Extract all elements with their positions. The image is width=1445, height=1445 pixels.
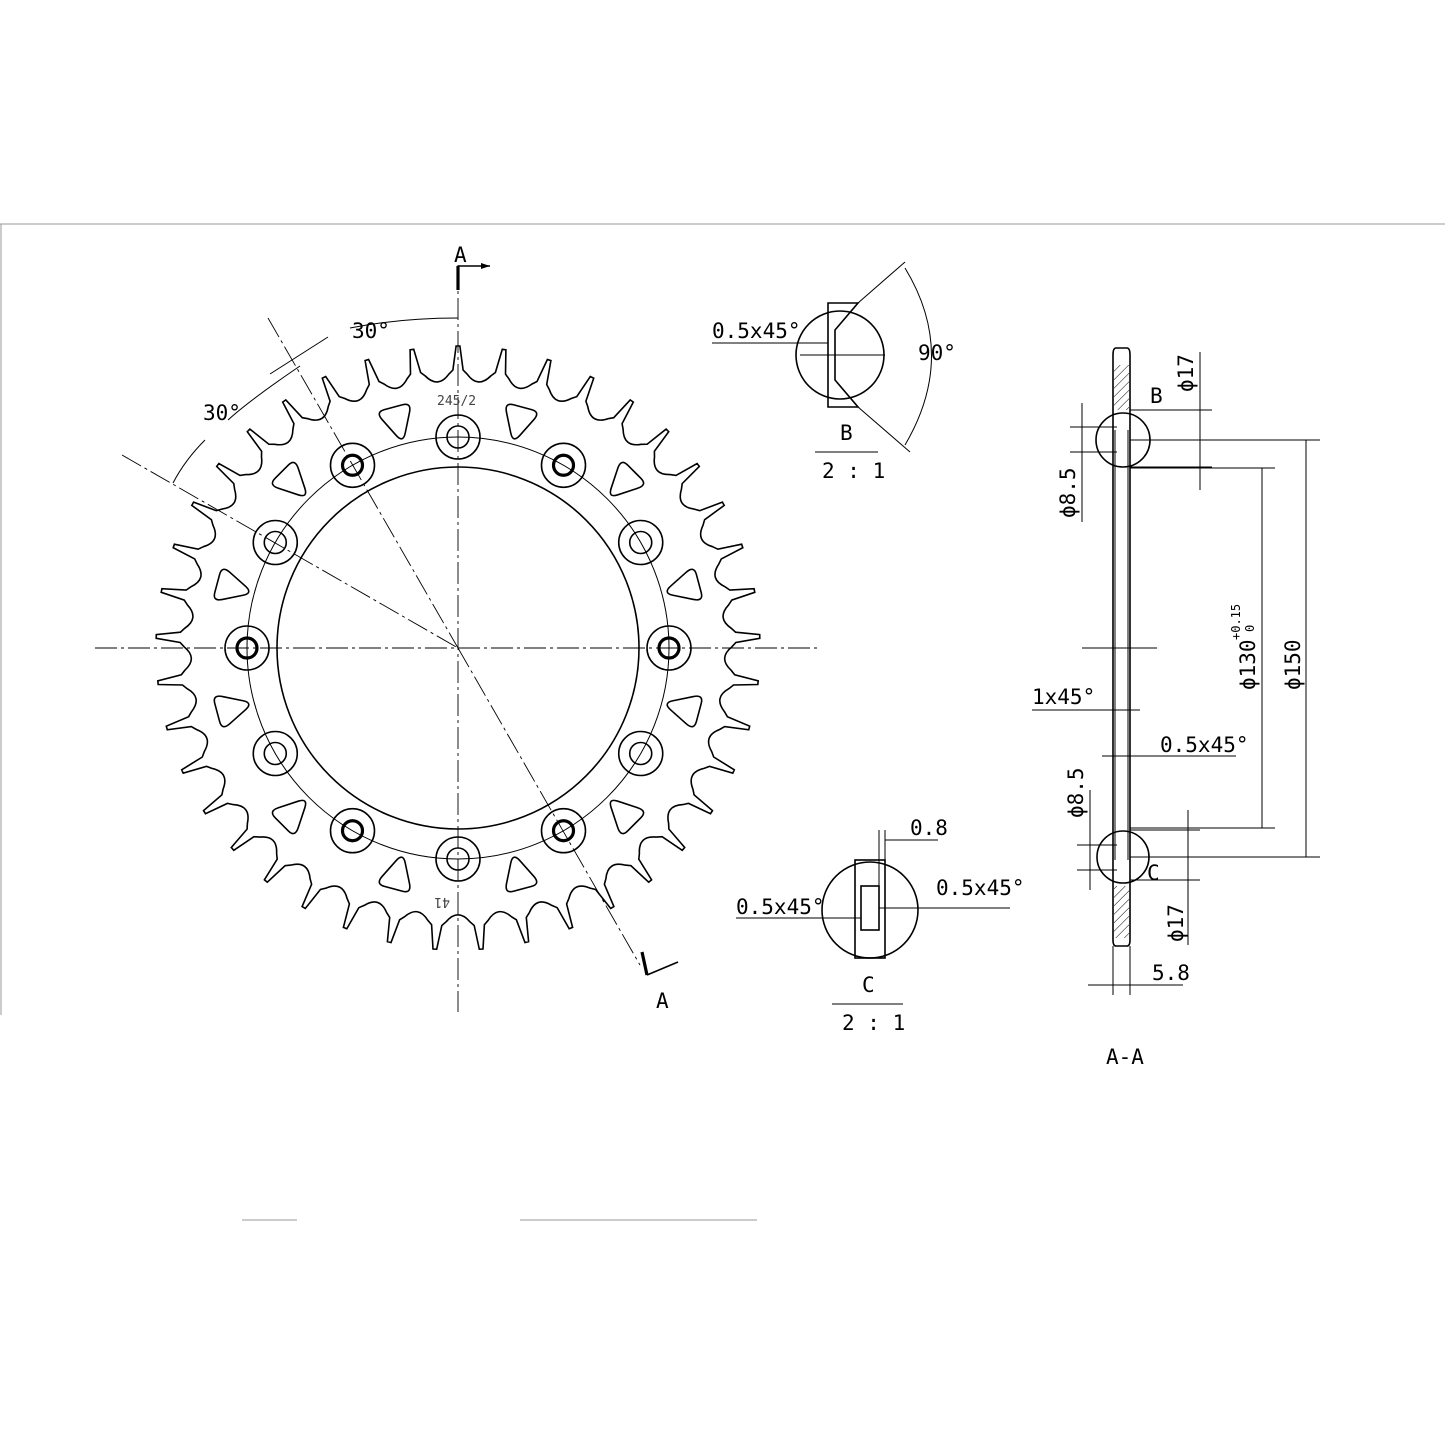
lightening-hole	[378, 403, 411, 440]
tooth-count-label: 41	[434, 894, 450, 909]
detail-c-hole	[860, 885, 880, 931]
sprocket-tooth-profile	[155, 345, 761, 951]
detail-b-ext-line	[857, 261, 906, 304]
angle-label-2: 30°	[203, 401, 241, 425]
angle-dim-arc	[172, 439, 206, 484]
bolt-hole	[263, 741, 288, 766]
detail-c-chamfer-left: 0.5x45°	[736, 895, 825, 919]
bore-tol-lower: 0	[1243, 625, 1257, 632]
chamfer-1: 1x45°	[1032, 685, 1095, 709]
lightening-hole	[666, 695, 703, 728]
detail-b-ref: B	[1150, 384, 1163, 408]
detail-b-angle-arc	[904, 267, 932, 446]
section-marker-bottom	[640, 951, 649, 976]
detail-c-chamfer-right: 0.5x45°	[936, 876, 1025, 900]
lightening-hole	[271, 461, 307, 497]
bolt-hole-boss	[329, 807, 376, 854]
centerline-30deg	[267, 317, 459, 649]
lightening-hole	[213, 695, 250, 728]
bolt-hole-boss	[540, 442, 587, 489]
chamfer-2: 0.5x45°	[1160, 733, 1249, 757]
bolt-hole	[340, 453, 365, 477]
detail-c-thickness: 0.8	[910, 816, 948, 840]
bolt-hole-boss	[252, 519, 299, 566]
detail-c-scale: 2 : 1	[842, 1011, 905, 1035]
arrow-head	[481, 263, 490, 269]
lightening-hole	[609, 799, 645, 835]
bolt-hole	[551, 819, 576, 843]
angle-dim-arc	[269, 336, 329, 375]
section-a-a: B C ϕ17 ϕ8.5 ϕ8.5 ϕ17 ϕ150 ϕ130 +0.15 0 …	[1032, 347, 1320, 1069]
bolt-hole	[628, 741, 653, 766]
hole-bottom: ϕ8.5	[1064, 767, 1088, 818]
sprocket-front-view: A A 30° 30° 245/2 41	[95, 243, 818, 1013]
thickness-dim: 5.8	[1152, 961, 1190, 985]
pitch-diameter-label: 245/2	[437, 394, 476, 409]
lightening-hole	[609, 461, 645, 497]
counterbore-top: ϕ17	[1174, 354, 1198, 392]
detail-c-ref: C	[1147, 861, 1160, 885]
section-label-bottom: A	[656, 989, 669, 1013]
bolt-hole	[263, 530, 288, 555]
section-arrow-bottom	[646, 961, 679, 976]
bolt-hole-boss	[540, 807, 587, 854]
hatch-bottom	[1114, 886, 1129, 938]
bolt-hole-boss	[252, 730, 299, 777]
lightening-hole	[271, 799, 307, 835]
centerline-60deg	[121, 454, 459, 649]
section-line-a	[457, 647, 641, 966]
angle-label-1: 30°	[352, 319, 390, 343]
detail-b-chamfer: 0.5x45°	[712, 319, 801, 343]
section-title: A-A	[1106, 1045, 1144, 1069]
hole-top: ϕ8.5	[1056, 467, 1080, 518]
detail-b-name: B	[840, 421, 853, 445]
lightening-holes	[213, 403, 703, 893]
lightening-hole	[666, 568, 703, 601]
angle-dim-arc	[227, 365, 301, 421]
hatch-top	[1114, 365, 1129, 410]
detail-b-ext-line	[857, 406, 911, 453]
bolt-hole	[551, 453, 576, 477]
bolt-hole-boss	[329, 442, 376, 489]
lightening-hole	[378, 856, 411, 893]
bore-tol-upper: +0.15	[1229, 604, 1243, 640]
detail-b-scale: 2 : 1	[822, 459, 885, 483]
detail-c-section	[854, 859, 886, 959]
bolt-hole-boss	[617, 519, 664, 566]
section-profile	[1112, 347, 1131, 947]
detail-b: 0.5x45° 90° B 2 : 1	[712, 261, 956, 483]
detail-b-angle: 90°	[918, 341, 956, 365]
bolt-circle-dim: ϕ150	[1281, 639, 1305, 690]
angle-dim-arc	[349, 317, 459, 329]
lightening-hole	[505, 403, 538, 440]
bolt-hole-boss	[617, 730, 664, 777]
lightening-hole	[505, 856, 538, 893]
detail-c-name: C	[862, 973, 875, 997]
lightening-hole	[213, 568, 250, 601]
section-label-top: A	[454, 243, 467, 267]
detail-c: 0.8 0.5x45° 0.5x45° C 2 : 1	[736, 816, 1025, 1035]
bolt-hole	[340, 819, 365, 843]
detail-c-circle	[821, 861, 919, 959]
bore-dim: ϕ130	[1236, 639, 1260, 690]
bolt-hole	[628, 530, 653, 555]
counterbore-bottom: ϕ17	[1164, 904, 1188, 942]
